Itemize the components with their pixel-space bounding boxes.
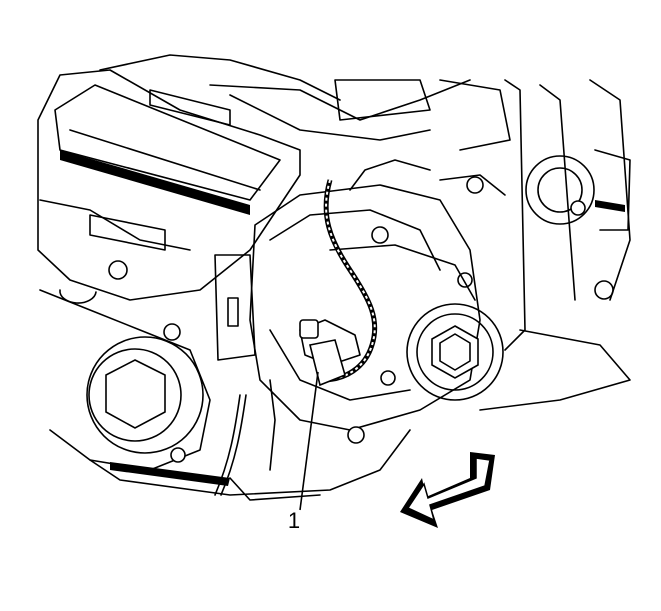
speed-sensor-harness	[214, 179, 378, 496]
axle-housing	[39, 260, 411, 501]
pulley-assembly	[479, 79, 631, 411]
output-flange	[406, 303, 504, 401]
engine-block	[37, 54, 511, 361]
callout-leader-line	[299, 371, 319, 511]
front-of-vehicle-arrow	[400, 452, 495, 528]
callout-number-1: 1	[287, 508, 301, 533]
transmission-housing	[249, 159, 506, 444]
